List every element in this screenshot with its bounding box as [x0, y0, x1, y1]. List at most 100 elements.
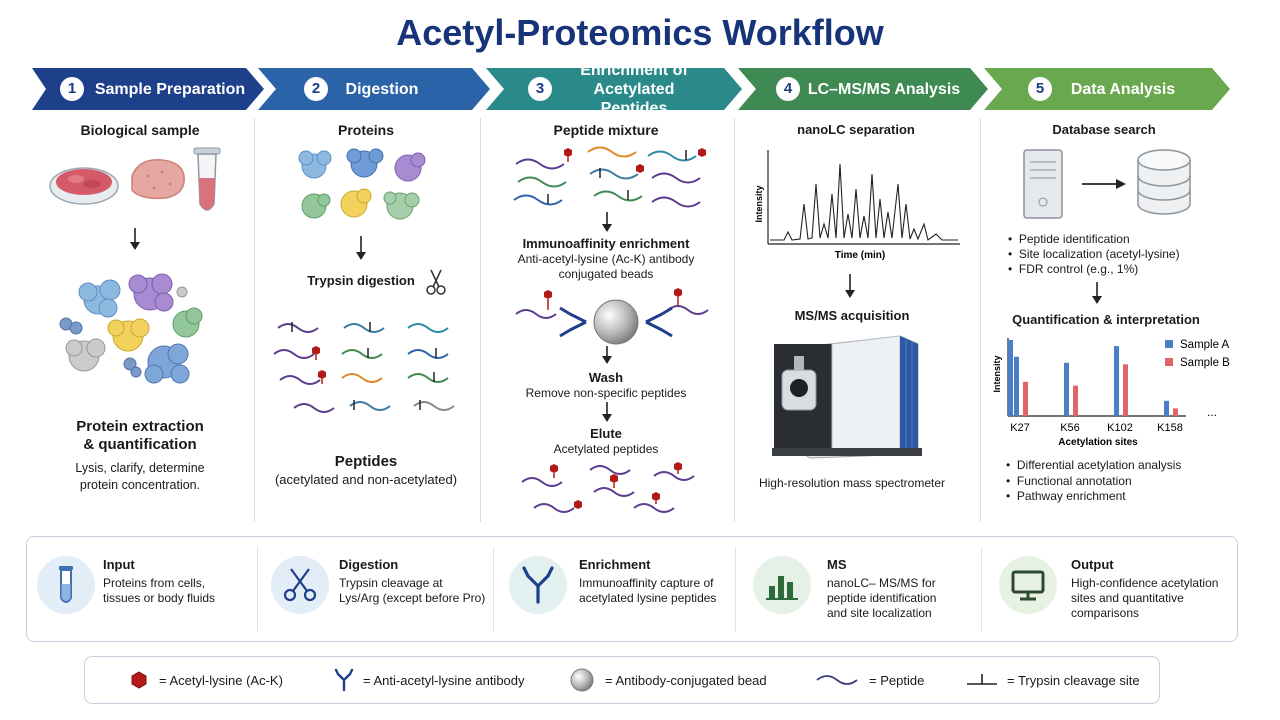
tick-label-K158: K158	[1157, 422, 1183, 434]
summary-desc: Proteins from cells, tissues or body flu…	[103, 576, 216, 605]
legend-label: = Antibody-conjugated bead	[605, 672, 767, 688]
col3-wash-desc: Remove non-specific peptides	[525, 386, 687, 400]
summary-panel: Input Proteins from cells, tissues or bo…	[26, 536, 1238, 642]
col5-quant-title: Quantification & interpretation	[1012, 312, 1200, 327]
step-label: LC–MS/MS Analysis	[807, 80, 961, 98]
proteins-illustration	[298, 148, 426, 220]
col2-result-title: Peptides	[334, 453, 398, 470]
step-banner-4: 4 LC–MS/MS Analysis	[738, 68, 988, 110]
down-arrow-icon	[356, 236, 366, 260]
chart-ellipsis: ...	[1207, 405, 1217, 419]
panel-divider	[493, 547, 494, 631]
col5-heading: Database search	[1052, 122, 1156, 137]
legend-swatch-sample-a	[1165, 340, 1173, 348]
column-divider	[480, 118, 481, 522]
cleavage-icon	[967, 674, 997, 685]
summary-desc: nanoLC– MS/MS for peptide identification…	[827, 576, 937, 620]
tick-label-K56: K56	[1060, 422, 1080, 434]
legend-swatch-sample-b	[1165, 358, 1173, 366]
hexagon-icon	[131, 671, 147, 689]
tissue-icon	[131, 159, 185, 200]
step-label: Digestion	[345, 80, 419, 98]
legend-bar: = Acetyl-lysine (Ac-K) = Anti-acetyl-lys…	[84, 656, 1160, 704]
legend-item-cleavage: = Trypsin cleavage site	[965, 657, 1140, 703]
bar-sample-b-K56	[1073, 385, 1078, 416]
step-number: 2	[304, 77, 328, 101]
step-label: Enrichment of Acetylated Peptides	[580, 61, 688, 117]
col3-elute-title: Elute	[590, 426, 622, 441]
step-label: Sample Preparation	[94, 80, 246, 98]
bar-sample-b-K27	[1023, 381, 1028, 416]
digested-peptides-illustration	[273, 322, 455, 413]
step-banner-1: 1 Sample Preparation	[32, 68, 264, 110]
summary-title: Enrichment	[579, 557, 651, 572]
monitor-icon	[1011, 570, 1045, 601]
bar-sample-a-K158	[1164, 400, 1169, 416]
step-banner-3: 3 Enrichment of Acetylated Peptides	[486, 61, 742, 117]
panel-divider	[981, 547, 982, 631]
step-number: 3	[528, 77, 552, 101]
legend-sample-b: Sample B	[1180, 357, 1230, 369]
bar-sample-a-K102	[1114, 346, 1119, 416]
list-item: • Differential acetylation analysis	[1006, 458, 1182, 472]
summary-desc: Immunoaffinity capture of acetylated lys…	[579, 576, 717, 605]
step-number: 1	[60, 77, 84, 101]
scissors-icon	[283, 568, 317, 602]
summary-title: Output	[1071, 557, 1114, 572]
step-number: 5	[1028, 77, 1052, 101]
column-divider	[734, 118, 735, 522]
scissors-icon	[426, 269, 446, 295]
mass-spectrometer-illustration	[772, 335, 922, 459]
tick-label-K27: K27	[1010, 422, 1030, 434]
panel-divider	[735, 547, 736, 631]
col3-heading: Peptide mixture	[553, 122, 659, 138]
down-arrow-icon	[1092, 282, 1102, 304]
summary-icon-circle	[509, 556, 567, 614]
petri-dish-icon	[49, 167, 119, 205]
legend-label: = Acetyl-lysine (Ac-K)	[159, 672, 283, 688]
summary-icon-circle	[271, 556, 329, 614]
chromatogram-chart: Intensity Time (min)	[754, 150, 960, 261]
legend-item-acetyl: = Acetyl-lysine (Ac-K)	[129, 657, 283, 703]
column-divider	[254, 118, 255, 522]
summary-title: MS	[827, 557, 847, 572]
col5-bullets-1: • Peptide identification • Site localiza…	[1008, 232, 1180, 277]
test-tube-icon	[193, 147, 221, 211]
down-arrow-icon	[602, 402, 612, 422]
step-label: Data Analysis	[1070, 80, 1176, 98]
col1-heading: Biological sample	[80, 122, 200, 138]
page-title: Acetyl-Proteomics Workflow	[396, 12, 884, 53]
col4-acq-title: MS/MS acquisition	[794, 308, 910, 323]
list-item: • Peptide identification	[1008, 232, 1130, 246]
server-icon	[1023, 149, 1063, 219]
col3-enrich-desc: Anti-acetyl-lysine (Ac-K) antibody conju…	[517, 252, 695, 281]
summary-ms: MS nanoLC– MS/MS for peptide identificat…	[737, 537, 981, 641]
acetylated-peptides-illustration	[521, 462, 695, 513]
bar-sample-b-K102	[1123, 364, 1128, 416]
bar-extra-K27	[1008, 340, 1013, 416]
bead-icon	[570, 668, 594, 692]
chromatogram-y-label: Intensity	[754, 185, 764, 222]
col1-result-desc: Lysis, clarify, determine protein concen…	[75, 461, 205, 492]
database-search-illustration	[1023, 149, 1191, 219]
antibody-icon	[522, 566, 554, 604]
summary-desc: High-confidence acetylation sites and qu…	[1071, 576, 1219, 620]
tick-label-K102: K102	[1107, 422, 1133, 434]
summary-title: Digestion	[339, 557, 399, 572]
summary-digestion: Digestion Trypsin cleavage at Lys/Arg (e…	[259, 537, 491, 641]
col1-result-title: Protein extraction & quantification	[76, 418, 204, 453]
chart-y-label: Intensity	[992, 355, 1002, 392]
legend-sample-a: Sample A	[1180, 339, 1230, 351]
peptide-icon	[816, 675, 858, 685]
database-icon	[1137, 149, 1191, 215]
col3-enrich-title: Immunoaffinity enrichment	[522, 236, 690, 251]
antibody-icon	[334, 668, 354, 692]
protein-cluster-illustration	[59, 273, 203, 384]
antibody-bead-illustration	[515, 288, 709, 345]
legend-item-bead: = Antibody-conjugated bead	[569, 657, 767, 703]
summary-icon-circle	[37, 556, 95, 614]
summary-title: Input	[103, 557, 135, 572]
summary-enrichment: Enrichment Immunoaffinity capture of ace…	[495, 537, 735, 641]
summary-output: Output High-confidence acetylation sites…	[983, 537, 1235, 641]
step-number: 4	[776, 77, 800, 101]
